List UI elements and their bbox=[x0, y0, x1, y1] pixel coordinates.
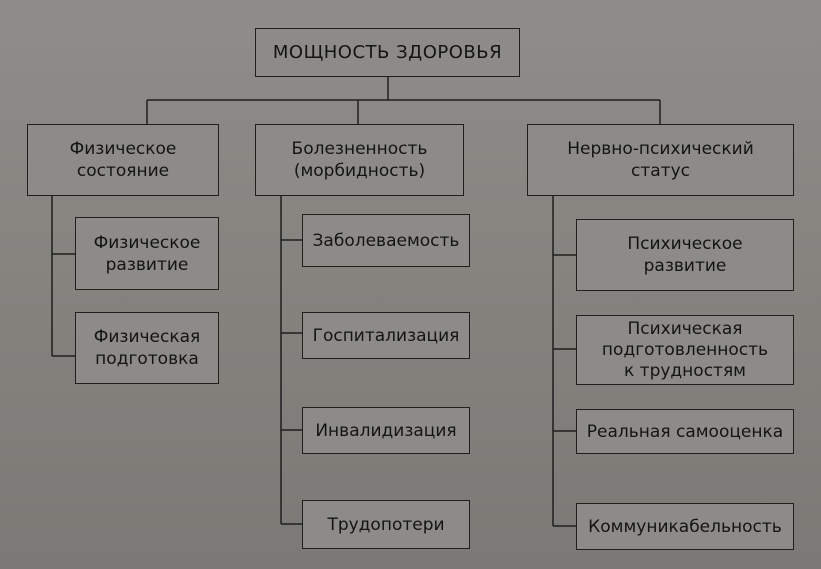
child-psychological-readiness: Психическая подготовленность к трудностя… bbox=[576, 315, 794, 385]
child-real-self-esteem: Реальная самооценка bbox=[576, 409, 794, 454]
child-mental-development: Психическое развитие bbox=[576, 219, 794, 291]
branch-neuropsychic-status: Нервно-психический статус bbox=[527, 124, 794, 196]
branch-morbidity: Болезненность (морбидность) bbox=[255, 124, 464, 196]
child-physical-fitness: Физическая подготовка bbox=[75, 312, 219, 384]
branch-physical-state: Физическое состояние bbox=[27, 124, 219, 196]
child-work-losses: Трудопотери bbox=[302, 500, 470, 549]
child-disability: Инвалидизация bbox=[302, 407, 470, 454]
child-hospitalization: Госпитализация bbox=[302, 312, 470, 359]
root-node: МОЩНОСТЬ ЗДОРОВЬЯ bbox=[255, 28, 520, 77]
child-sociability: Коммуникабельность bbox=[576, 503, 794, 550]
child-incidence: Заболеваемость bbox=[302, 214, 470, 267]
child-physical-development: Физическое развитие bbox=[75, 217, 219, 290]
